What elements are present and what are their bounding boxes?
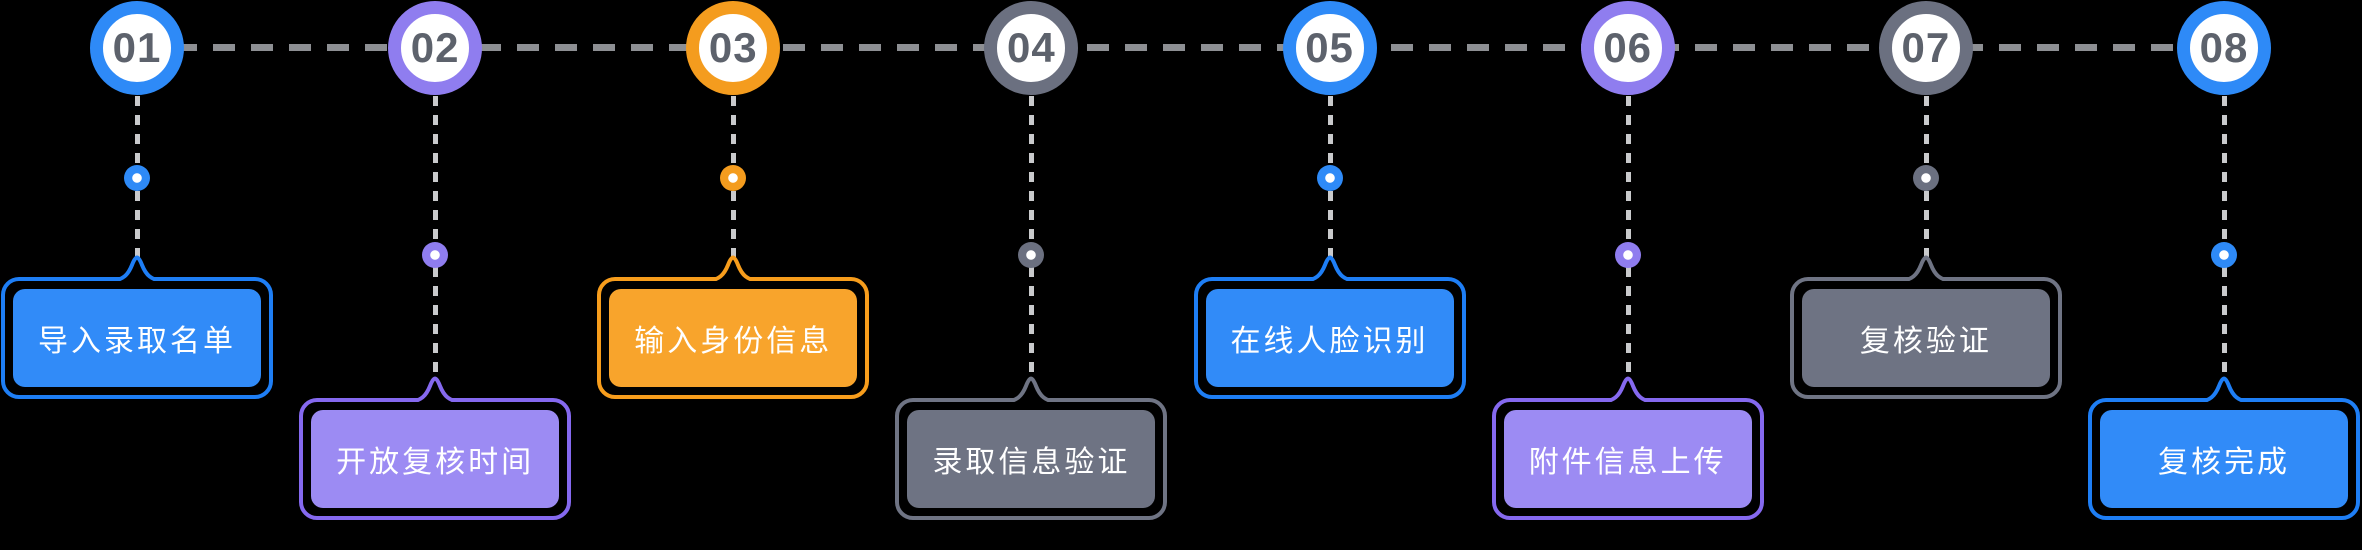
callout-pointer-icon <box>1301 255 1358 281</box>
step-number-circle: 01 <box>90 1 184 95</box>
step-label-box: 在线人脸识别 <box>1193 277 1466 399</box>
step-number: 03 <box>708 24 758 71</box>
step-label-box: 复核完成 <box>2087 398 2360 520</box>
step-label: 附件信息上传 <box>1503 410 1752 508</box>
step-number: 05 <box>1305 24 1354 71</box>
step-number-circle: 04 <box>984 1 1079 95</box>
step-label-box: 附件信息上传 <box>1491 398 1764 520</box>
step-label: 复核验证 <box>1801 289 2050 387</box>
step-label: 输入身份信息 <box>609 289 858 387</box>
callout-pointer-icon <box>1897 255 1954 281</box>
callout-pointer-icon <box>109 255 165 281</box>
step-label-box: 导入录取名单 <box>1 277 273 399</box>
step-connector-dashed-line <box>2221 96 2227 376</box>
step-connector-dot <box>1912 165 1939 191</box>
step-label: 开放复核时间 <box>311 410 560 508</box>
step-connector-dot <box>1018 242 1045 268</box>
timeline-step-08: 08 复核完成 <box>2087 0 2360 550</box>
step-number: 02 <box>410 24 460 71</box>
step-label: 复核完成 <box>2099 410 2348 508</box>
step-connector-dashed-line <box>433 96 439 376</box>
timeline-step-03: 03 输入身份信息 <box>597 0 870 550</box>
step-label-box: 复核验证 <box>1789 277 2062 399</box>
step-number-circle: 05 <box>1282 1 1377 95</box>
step-label-box: 开放复核时间 <box>299 398 572 520</box>
step-number: 01 <box>112 24 162 71</box>
step-label-box: 输入身份信息 <box>597 277 870 399</box>
step-number-circle: 03 <box>686 1 781 95</box>
timeline-step-01: 01 导入录取名单 <box>1 0 273 550</box>
step-connector-dot <box>1316 165 1343 191</box>
step-connector-dot <box>1614 242 1641 268</box>
callout-pointer-icon <box>1599 376 1656 402</box>
timeline-horizontal-dashed-line <box>137 44 2224 51</box>
step-number-circle: 02 <box>388 1 483 95</box>
timeline-step-04: 04 录取信息验证 <box>895 0 1168 550</box>
step-connector-dot <box>2210 242 2237 268</box>
step-label: 录取信息验证 <box>907 410 1156 508</box>
step-connector-dashed-line <box>1625 96 1631 376</box>
callout-pointer-icon <box>1003 376 1060 402</box>
step-number-circle: 07 <box>1878 1 1973 95</box>
step-number-circle: 08 <box>2176 1 2271 95</box>
step-number-circle: 06 <box>1580 1 1675 95</box>
timeline-step-02: 02 开放复核时间 <box>299 0 572 550</box>
step-connector-dot <box>422 242 449 268</box>
callout-pointer-icon <box>407 376 464 402</box>
step-connector-dot <box>124 165 150 191</box>
step-connector-dot <box>720 165 747 191</box>
callout-pointer-icon <box>2195 376 2252 402</box>
timeline-step-07: 07 复核验证 <box>1789 0 2062 550</box>
step-number: 06 <box>1603 24 1653 71</box>
step-number: 08 <box>2199 24 2249 71</box>
step-label: 在线人脸识别 <box>1205 289 1454 387</box>
step-connector-dashed-line <box>1029 96 1035 376</box>
step-label: 导入录取名单 <box>13 289 261 387</box>
timeline-step-06: 06 附件信息上传 <box>1491 0 1764 550</box>
timeline-step-05: 05 在线人脸识别 <box>1193 0 1466 550</box>
step-number: 04 <box>1007 24 1056 71</box>
step-label-box: 录取信息验证 <box>895 398 1168 520</box>
step-number: 07 <box>1901 24 1951 71</box>
callout-pointer-icon <box>705 255 762 281</box>
